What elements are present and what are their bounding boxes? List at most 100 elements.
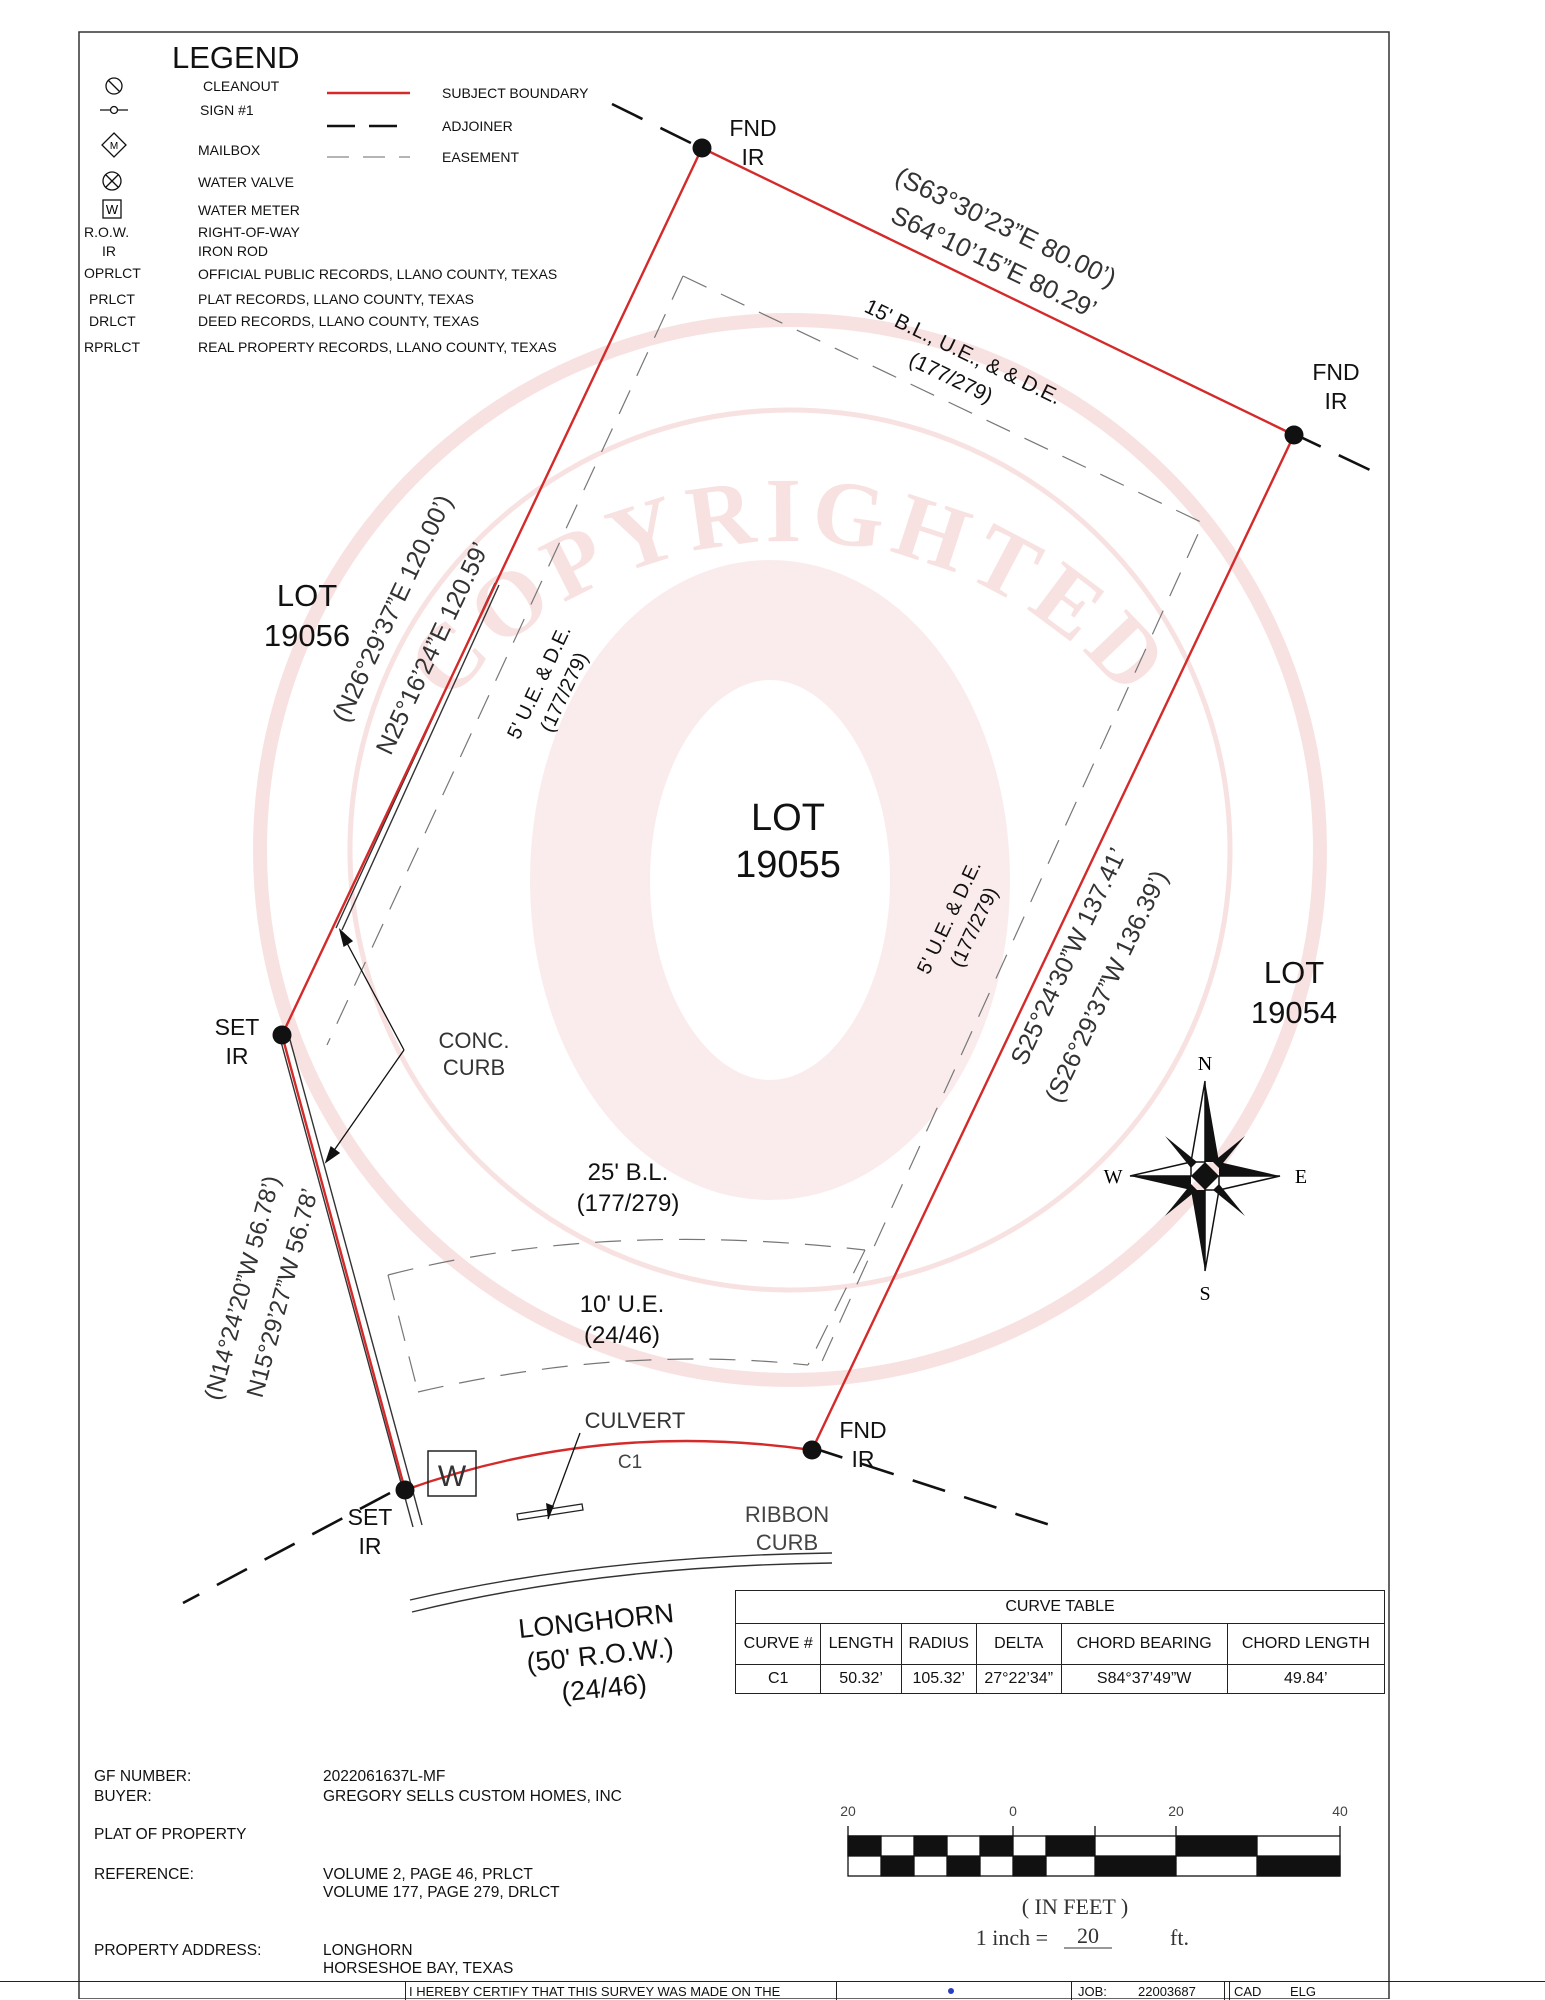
set-ir-west-label: IR [226, 1043, 249, 1069]
signature-mark [948, 1988, 954, 1994]
fnd-ir-south-label: IR [852, 1446, 875, 1472]
ribbon-curb-label: CURB [756, 1530, 818, 1555]
reference-value: VOLUME 177, PAGE 279, DRLCT [323, 1884, 560, 1901]
compass-n-label: N [1198, 1053, 1212, 1075]
lot-19056-label: LOT [277, 578, 337, 613]
ue-10-ref: (24/46) [584, 1322, 660, 1349]
legend-abbr-meaning: IRON ROD [198, 243, 268, 259]
curve-table-header: RADIUS [900, 1623, 977, 1665]
water-meter-symbol[interactable]: W [427, 1450, 477, 1497]
subject-boundary[interactable] [280, 146, 1296, 1492]
fnd-ir-east-monument[interactable] [1284, 425, 1304, 445]
reference-label: REFERENCE: [94, 1866, 194, 1883]
set-ir-south-label: IR [359, 1533, 382, 1559]
legend-title: LEGEND [172, 40, 300, 75]
road-ref: (24/46) [560, 1669, 648, 1708]
svg-text:W: W [438, 1460, 467, 1493]
legend-adjoiner-label: ADJOINER [442, 118, 513, 134]
curve-table-header: LENGTH [820, 1623, 902, 1665]
fnd-ir-east-label: IR [1325, 388, 1348, 414]
water-meter-icon: W [102, 199, 122, 219]
buyer-label: BUYER: [94, 1788, 152, 1805]
fnd-ir-north-label: FND [729, 115, 776, 141]
lot-19055-label: LOT [751, 797, 825, 839]
curve-table-header: CURVE # [734, 1623, 822, 1665]
property-address-value: HORSESHOE BAY, TEXAS [323, 1960, 514, 1977]
legend-abbr: R.O.W. [84, 224, 130, 240]
lot-19056-number: 19056 [264, 618, 350, 653]
scale-tick-label: 0 [1009, 1803, 1017, 1819]
scale-tick-label: 20 [1168, 1803, 1184, 1819]
property-address-value: LONGHORN [323, 1942, 413, 1959]
plat-of-property-label: PLAT OF PROPERTY [94, 1826, 247, 1843]
cad-label: CAD [1234, 1984, 1262, 1999]
legend-sign-label: SIGN #1 [200, 102, 254, 118]
curve-table-cell: 50.32’ [820, 1664, 902, 1694]
fnd-ir-north-monument[interactable] [692, 138, 712, 158]
curve-c1-label: C1 [618, 1452, 642, 1473]
bl-25-ref: (177/279) [577, 1190, 680, 1217]
scale-tick-label: 20 [840, 1803, 856, 1819]
scale-unit: ( IN FEET ) [1022, 1894, 1129, 1919]
culvert-symbol[interactable] [516, 1432, 584, 1521]
reference-value: VOLUME 2, PAGE 46, PRLCT [323, 1866, 533, 1883]
curve-table-header: CHORD LENGTH [1226, 1623, 1386, 1665]
title-block-strip: I HEREBY CERTIFY THAT THIS SURVEY WAS MA… [0, 1981, 1545, 2000]
conc-curb-label: CONC. [439, 1028, 510, 1053]
bl-25-label: 25' B.L. [588, 1159, 669, 1186]
easement-lines [326, 275, 1204, 1393]
property-address-label: PROPERTY ADDRESS: [94, 1942, 262, 1959]
ribbon-curb-label: RIBBON [745, 1502, 829, 1527]
certify-text: I HEREBY CERTIFY THAT THIS SURVEY WAS MA… [409, 1984, 781, 1999]
adjoiner-lines [182, 102, 1371, 1605]
scale-ratio-value: 20 [1077, 1923, 1099, 1948]
compass-e-label: E [1295, 1166, 1307, 1188]
fnd-ir-south-label: FND [839, 1417, 886, 1443]
set-ir-south-label: SET [348, 1504, 393, 1530]
legend-subject-boundary-label: SUBJECT BOUNDARY [442, 85, 589, 101]
sign-icon [100, 105, 128, 115]
legend-abbr-meaning: PLAT RECORDS, LLANO COUNTY, TEXAS [198, 291, 474, 307]
scale-ratio-prefix: 1 inch = [976, 1925, 1048, 1950]
cleanout-icon [105, 77, 123, 95]
set-ir-west-monument[interactable] [272, 1025, 292, 1045]
conc-curb-leaders [324, 928, 405, 1164]
set-ir-west-label: SET [215, 1014, 260, 1040]
legend-water-meter-label: WATER METER [198, 202, 300, 218]
legend-abbr: RPRLCT [84, 339, 141, 355]
sheet-border [78, 31, 1390, 1999]
legend-cleanout-label: CLEANOUT [203, 78, 280, 94]
legend-abbr-meaning: RIGHT-OF-WAY [198, 224, 300, 240]
job-number: 22003687 [1138, 1984, 1196, 1999]
curve-table-cell: 105.32’ [900, 1664, 977, 1694]
curve-table-cell: S84°37’49”W [1060, 1664, 1228, 1694]
legend-abbr-meaning: DEED RECORDS, LLANO COUNTY, TEXAS [198, 313, 480, 329]
legend-abbr: IR [102, 243, 116, 259]
conc-curb-label: CURB [443, 1055, 505, 1080]
curve-table-header: CHORD BEARING [1060, 1623, 1228, 1665]
set-ir-south-monument[interactable] [395, 1480, 415, 1500]
lot-19054-label: LOT [1264, 955, 1324, 990]
cad-value: ELG [1290, 1984, 1317, 1999]
water-valve-icon [102, 171, 122, 191]
longhorn-road-edges [409, 1552, 833, 1613]
compass-s-label: S [1199, 1283, 1210, 1305]
lot-19055-number: 19055 [735, 844, 841, 886]
legend-water-valve-label: WATER VALVE [198, 174, 294, 190]
scale-tick-label: 40 [1332, 1803, 1348, 1819]
scale-bar [847, 1826, 1341, 1877]
compass-w-label: W [1104, 1166, 1123, 1188]
curve-table-header: DELTA [975, 1623, 1062, 1665]
curve-table-cell: 27°22’34” [975, 1664, 1062, 1694]
mailbox-icon: M [101, 132, 127, 158]
fnd-ir-north-label: IR [742, 144, 765, 170]
svg-text:M: M [110, 141, 118, 152]
gf-number-label: GF NUMBER: [94, 1768, 192, 1785]
fnd-ir-south-monument[interactable] [802, 1440, 822, 1460]
north-arrow-compass: N E S W [1104, 1053, 1308, 1305]
legend-easement-label: EASEMENT [442, 149, 520, 165]
scale-ratio-unit: ft. [1170, 1925, 1189, 1950]
svg-text:W: W [106, 202, 119, 217]
